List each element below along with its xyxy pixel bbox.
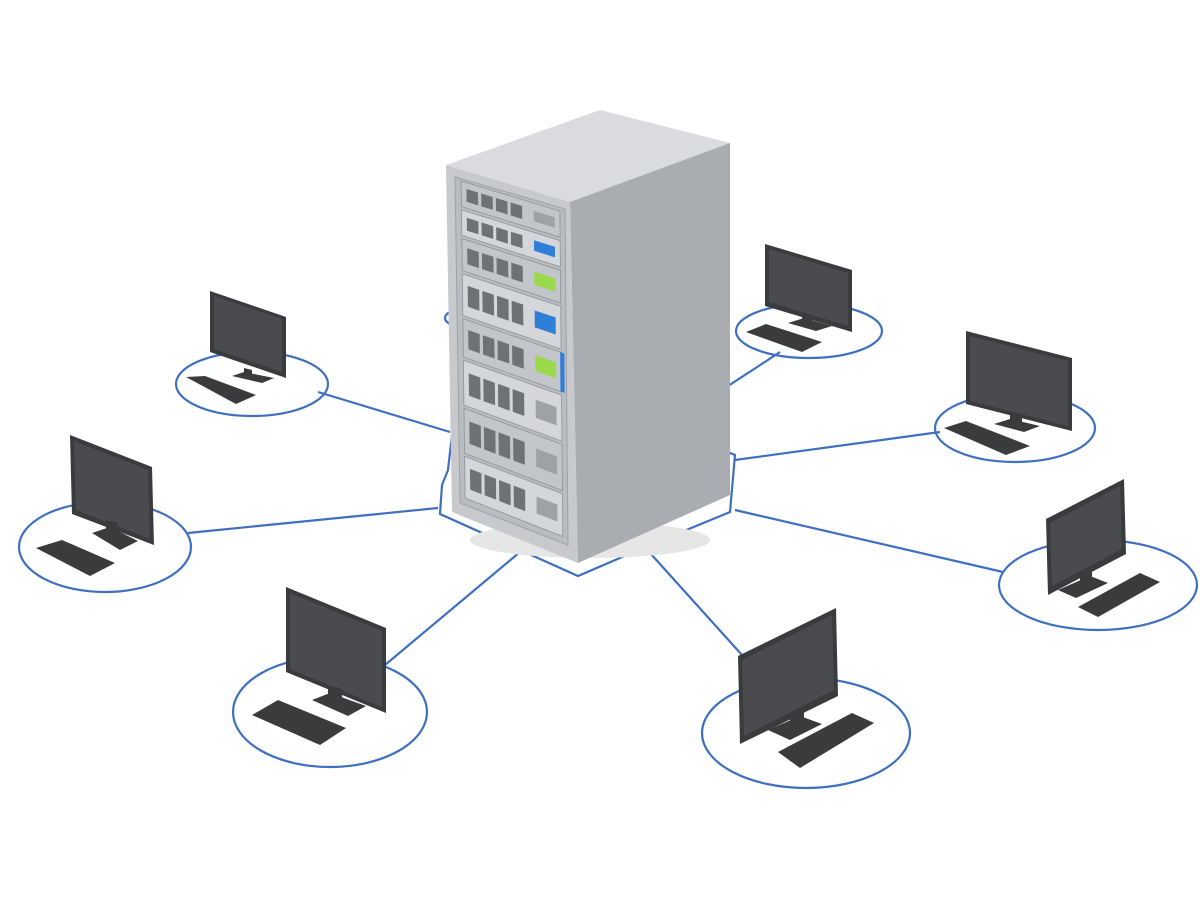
rack-slot	[467, 248, 479, 269]
rack-slot	[481, 253, 494, 273]
rack-slot	[467, 286, 480, 311]
monitor-screen	[214, 296, 282, 372]
status-panel	[534, 310, 556, 335]
rack-slot	[498, 432, 511, 460]
rack-slot	[483, 378, 496, 406]
rack-slot	[511, 300, 524, 326]
rack-slot	[466, 217, 479, 235]
rack-slot	[481, 222, 494, 239]
rack-slot	[496, 227, 508, 244]
rack-slot	[511, 262, 523, 283]
rack-slot	[466, 189, 479, 206]
rack-handle	[560, 352, 565, 393]
keyboard-icon	[252, 700, 346, 745]
workstation-6	[944, 331, 1072, 455]
rack-slot	[469, 421, 482, 449]
monitor-base	[232, 372, 274, 383]
keyboard-icon	[778, 713, 874, 768]
rack-slot	[481, 193, 493, 210]
monitor-screen	[74, 441, 150, 539]
link-6	[734, 430, 941, 462]
rack-slot	[482, 290, 495, 316]
rack-slot	[497, 295, 509, 321]
link-5	[734, 508, 1004, 574]
monitor-screen	[970, 336, 1068, 426]
rack-slot	[510, 231, 523, 249]
workstation-1	[186, 291, 286, 404]
status-panel-green	[534, 271, 556, 292]
rack-slot	[483, 426, 496, 454]
client-rings	[17, 302, 1199, 790]
workstation-3	[252, 587, 386, 745]
workstation-2	[36, 435, 154, 576]
rack-slot	[469, 468, 482, 495]
rack-slot	[495, 198, 508, 215]
link-7	[724, 351, 781, 389]
status-panel	[535, 399, 557, 426]
rack-slot	[499, 480, 511, 506]
keyboard-icon	[746, 324, 822, 352]
monitor-screen	[290, 593, 382, 707]
monitor-base	[312, 693, 366, 716]
rack-units	[460, 180, 565, 538]
link-4	[649, 552, 743, 656]
status-panel	[534, 240, 555, 258]
rack-slot	[484, 474, 497, 500]
monitor-screen	[769, 249, 848, 326]
monitor-base	[768, 716, 822, 740]
rack-slot	[497, 340, 510, 364]
link-1	[317, 390, 451, 434]
status-panel-green	[535, 355, 557, 379]
keyboard-icon	[944, 421, 1030, 455]
status-panel	[533, 210, 555, 228]
workstation-5	[1046, 479, 1160, 617]
monitor-base	[1058, 576, 1108, 598]
keyboard-icon	[1078, 573, 1160, 617]
keyboard-icon	[36, 540, 115, 576]
rack-slot	[468, 373, 481, 400]
rack-slot	[513, 485, 526, 512]
workstation-7	[746, 244, 852, 352]
rack-slot	[496, 257, 509, 278]
rack-slot	[510, 202, 523, 219]
status-panel	[536, 496, 558, 522]
rack-slot	[468, 330, 480, 354]
rack-slot	[512, 345, 524, 369]
rack-slot	[482, 335, 495, 359]
connection-links	[187, 351, 1004, 666]
monitor-screen	[742, 615, 834, 736]
link-2	[187, 506, 439, 535]
rack-slot	[498, 383, 510, 411]
rack-slot	[513, 437, 525, 465]
server-rack-icon	[446, 110, 730, 563]
monitor-base	[788, 318, 832, 331]
monitor-screen	[1050, 486, 1122, 586]
rack-side	[570, 143, 730, 563]
status-panel	[536, 448, 558, 475]
workstation-4	[738, 608, 874, 768]
link-3	[384, 551, 521, 666]
monitor-base	[92, 527, 138, 550]
rack-top	[446, 110, 730, 202]
monitor-base	[994, 419, 1040, 432]
rack-slot	[512, 389, 525, 416]
keyboard-icon	[186, 376, 256, 404]
